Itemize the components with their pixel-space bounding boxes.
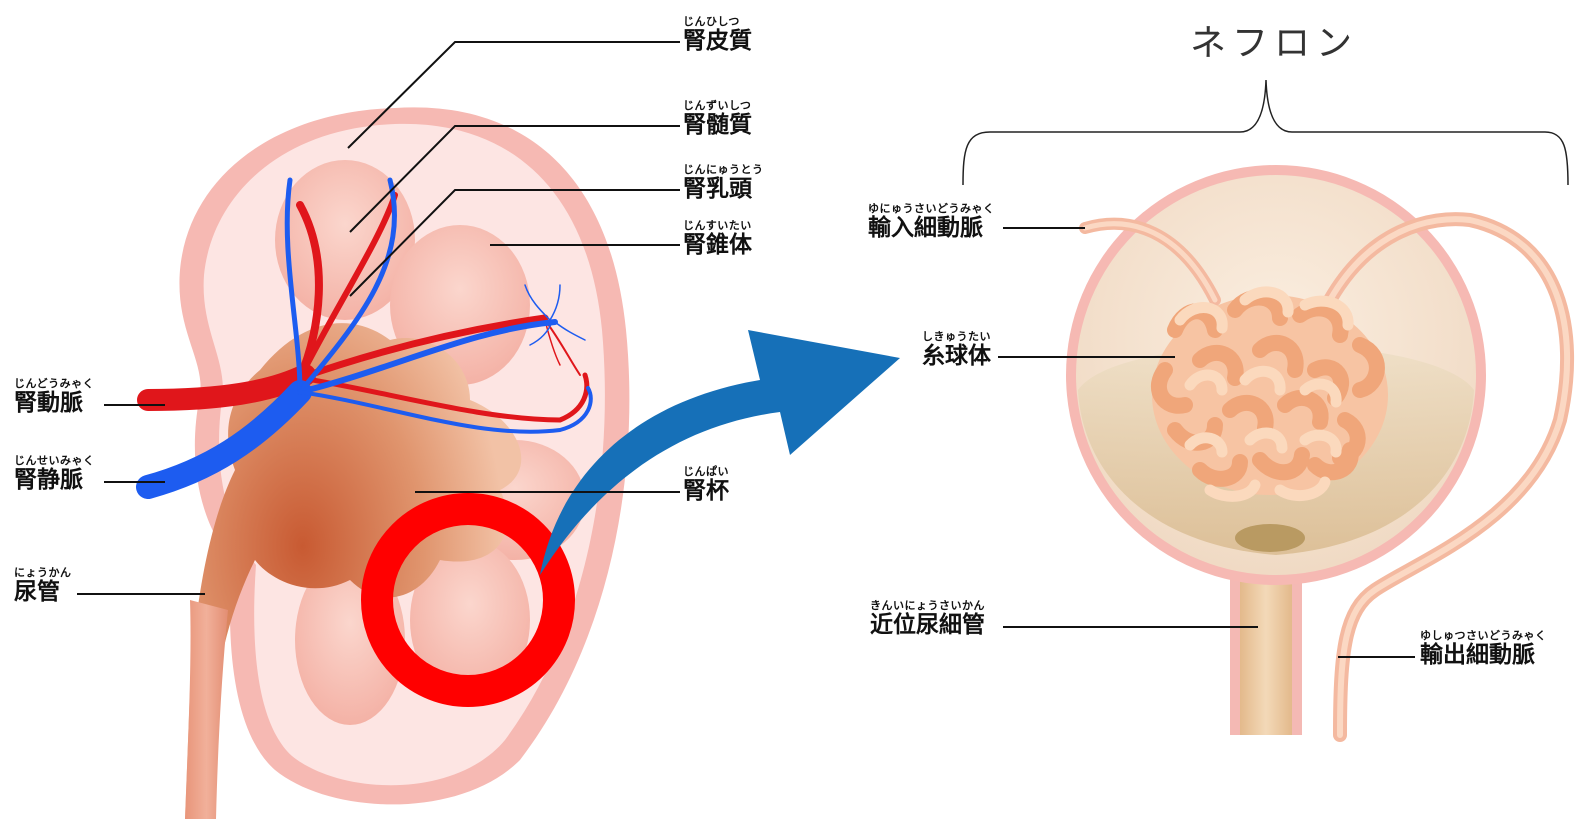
ruby: じんぱい	[683, 466, 729, 477]
term: 腎錐体	[683, 234, 752, 257]
term: 輸出細動脈	[1420, 644, 1547, 667]
label-renal-papilla: じんにゅうとう 腎乳頭	[683, 164, 764, 201]
label-renal-vein: じんせいみゃく 腎静脈	[14, 455, 95, 492]
term: 腎髄質	[683, 114, 752, 137]
capsule-outlet	[1235, 524, 1305, 552]
label-ureter: にょうかん 尿管	[14, 567, 72, 604]
ruby: きんいにょうさいかん	[870, 600, 985, 611]
ureter-tube	[185, 600, 228, 819]
term: 腎静脈	[14, 469, 95, 492]
term: 尿管	[14, 581, 72, 604]
label-glomerulus: しきゅうたい 糸球体	[922, 331, 991, 368]
label-renal-cortex: じんひしつ 腎皮質	[683, 16, 752, 53]
term: 近位尿細管	[870, 614, 985, 637]
ruby: じんひしつ	[683, 16, 752, 27]
nephron-title: ネフロン	[1190, 14, 1358, 66]
label-renal-artery: じんどうみゃく 腎動脈	[14, 378, 94, 415]
term: 腎乳頭	[683, 178, 764, 201]
kidney	[148, 107, 629, 819]
glomerulus-tuft	[1152, 292, 1388, 496]
label-afferent-arteriole: ゆにゅうさいどうみゃく 輸入細動脈	[868, 203, 995, 240]
ruby: じんずいしつ	[683, 100, 752, 111]
label-renal-calyx: じんぱい 腎杯	[683, 466, 729, 503]
label-proximal-tubule: きんいにょうさいかん 近位尿細管	[870, 600, 985, 637]
ruby: じんせいみゃく	[14, 455, 95, 466]
ruby: じんすいたい	[683, 220, 752, 231]
term: 腎動脈	[14, 392, 94, 415]
term: 輸入細動脈	[868, 217, 995, 240]
ruby: ゆしゅつさいどうみゃく	[1420, 630, 1547, 641]
ruby: ゆにゅうさいどうみゃく	[868, 203, 995, 214]
label-efferent-arteriole: ゆしゅつさいどうみゃく 輸出細動脈	[1420, 630, 1547, 667]
ruby: しきゅうたい	[922, 331, 991, 342]
ruby: にょうかん	[14, 567, 72, 578]
term: 腎杯	[683, 480, 729, 503]
term: 腎皮質	[683, 30, 752, 53]
label-renal-pyramid: じんすいたい 腎錐体	[683, 220, 752, 257]
term: 糸球体	[922, 345, 991, 368]
ruby: じんどうみゃく	[14, 378, 94, 389]
label-renal-medulla: じんずいしつ 腎髄質	[683, 100, 752, 137]
ruby: じんにゅうとう	[683, 164, 764, 175]
